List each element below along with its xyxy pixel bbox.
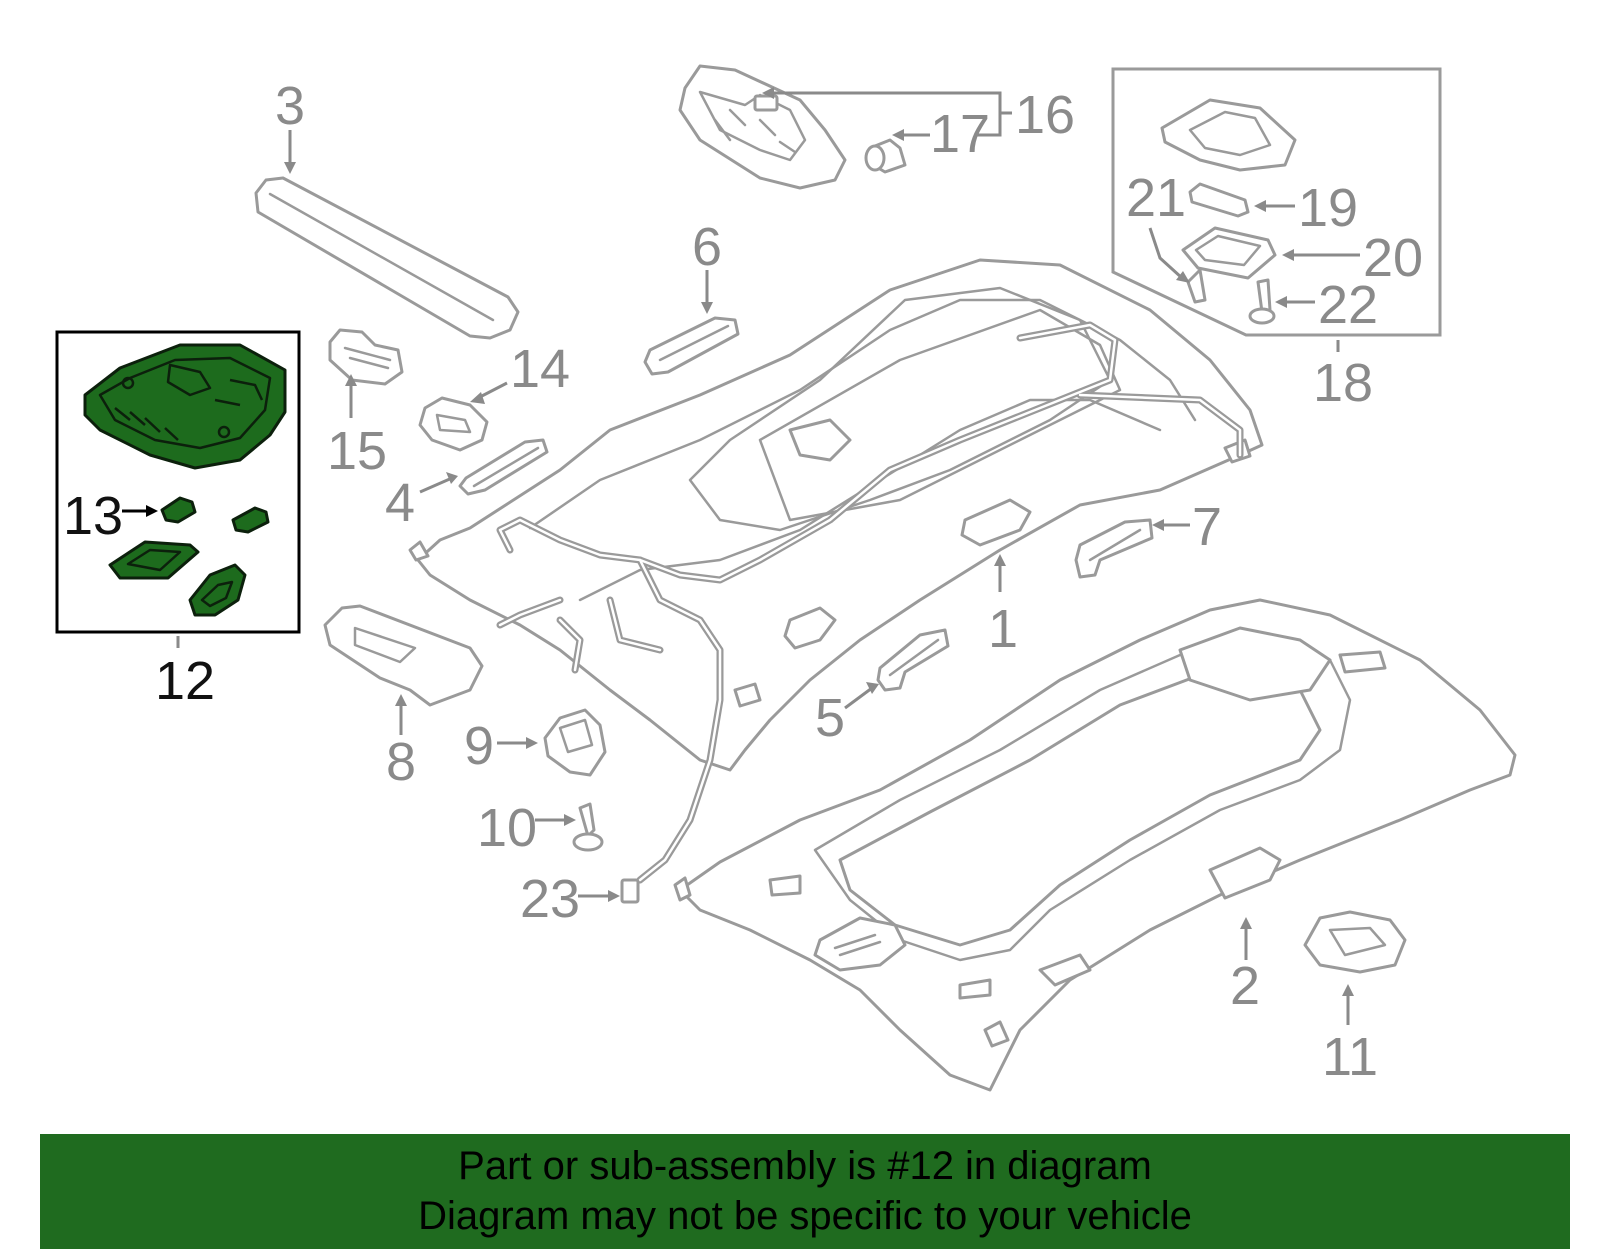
part-18-lamp-housing[interactable] (1160, 98, 1297, 172)
part-14-lamp[interactable] (418, 396, 489, 452)
part-12-switch[interactable] (188, 563, 247, 617)
part-20-lens[interactable] (1181, 226, 1277, 280)
part-1-wiring-harness (496, 321, 1244, 884)
callout-3: 3 (275, 76, 305, 136)
callout-9: 9 (464, 716, 494, 776)
part-11-lamp[interactable] (1303, 910, 1407, 974)
callout-15: 15 (327, 421, 387, 481)
callout-21: 21 (1126, 168, 1186, 228)
part-12-lens[interactable] (108, 540, 200, 580)
part-10-screw[interactable] (572, 802, 604, 852)
part-6-grab-handle[interactable] (643, 316, 740, 376)
callout-5: 5 (815, 688, 845, 748)
callout-1: 1 (988, 599, 1018, 659)
part-21-clip[interactable] (1186, 268, 1207, 304)
callout-18: 18 (1313, 353, 1373, 413)
callout-19: 19 (1298, 178, 1358, 238)
callout-8: 8 (386, 732, 416, 792)
notice-banner: Part or sub-assembly is #12 in diagram D… (40, 1134, 1570, 1249)
callout-2: 2 (1230, 956, 1260, 1016)
part-17-bulb[interactable] (864, 138, 907, 174)
part-2-headliner-sunroof[interactable] (673, 598, 1517, 1092)
part-3-trim-strip[interactable] (254, 176, 520, 340)
part-12-dome-lamp[interactable] (83, 343, 287, 470)
callout-10: 10 (477, 798, 537, 858)
part-16-overhead-console[interactable] (678, 64, 847, 190)
banner-line-1: Part or sub-assembly is #12 in diagram (458, 1144, 1152, 1188)
callout-7: 7 (1192, 497, 1222, 557)
callout-17: 17 (930, 104, 990, 164)
part-13-bulb[interactable] (160, 496, 270, 534)
part-23-connector[interactable] (620, 878, 640, 904)
callout-12: 12 (155, 651, 215, 711)
banner-line-2: Diagram may not be specific to your vehi… (418, 1194, 1192, 1238)
part-15-clip[interactable] (328, 328, 404, 386)
callout-4: 4 (385, 473, 415, 533)
callout-20: 20 (1363, 228, 1423, 288)
part-5-grab-handle[interactable] (876, 628, 950, 692)
callout-labels: 1 2 3 4 5 6 7 8 9 10 11 12 13 14 15 16 1… (63, 76, 1423, 1087)
leader-lines (122, 87, 1360, 1025)
callout-14: 14 (510, 339, 570, 399)
part-22-screw[interactable] (1248, 278, 1276, 325)
callout-11: 11 (1322, 1027, 1378, 1087)
part-19-bulb[interactable] (1188, 182, 1250, 218)
callout-23: 23 (520, 869, 580, 929)
callout-16: 16 (1015, 85, 1075, 145)
part-4-grab-handle[interactable] (458, 438, 549, 496)
callout-22: 22 (1318, 275, 1378, 335)
callout-13: 13 (63, 486, 123, 546)
part-7-grab-handle[interactable] (1074, 518, 1154, 579)
callout-6: 6 (692, 217, 722, 277)
part-9-bracket[interactable] (543, 708, 607, 777)
part-8-sun-visor[interactable] (323, 604, 484, 707)
